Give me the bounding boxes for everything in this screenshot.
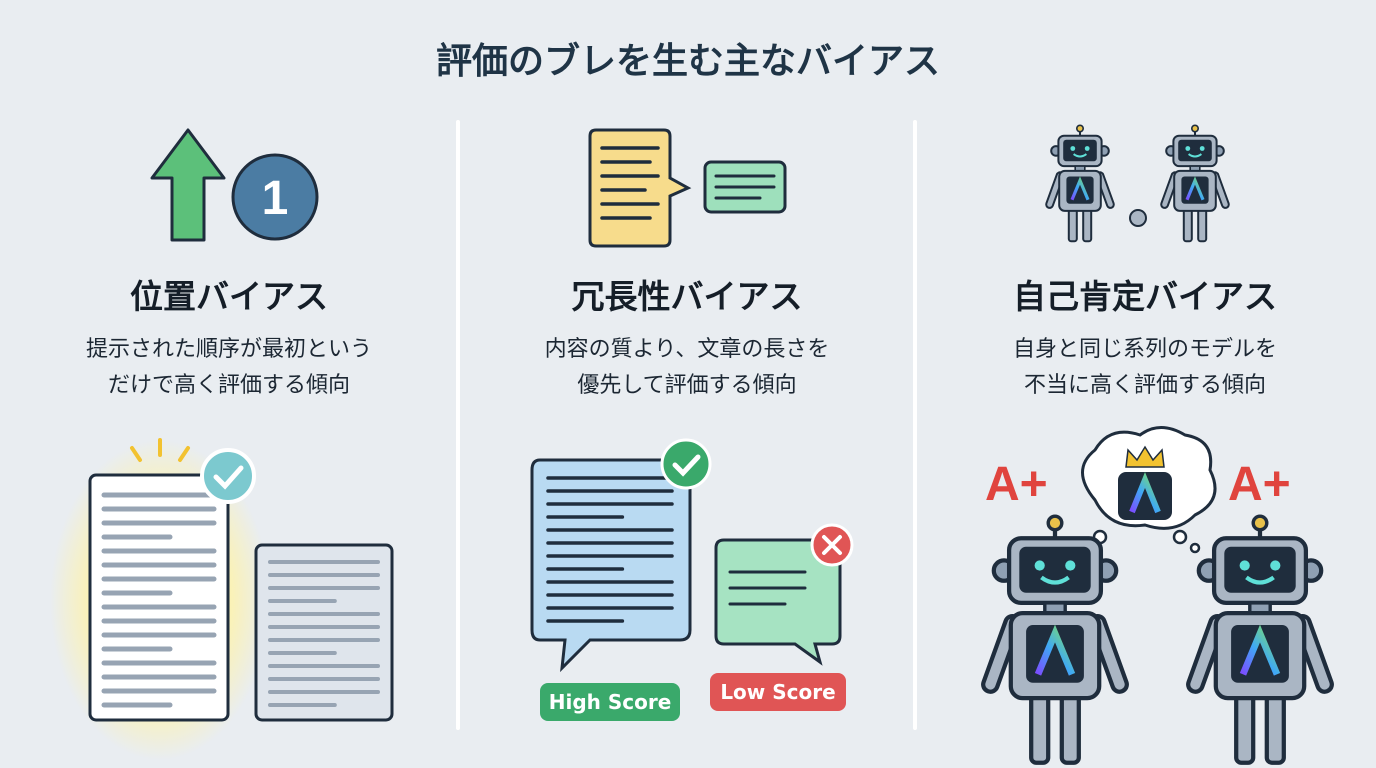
description-line: だけで高く評価する傾向 xyxy=(107,373,350,398)
highlight-rays xyxy=(130,438,190,462)
cross-icon xyxy=(810,523,854,567)
section-description: 提示された順序が最初というだけで高く評価する傾向 xyxy=(0,332,458,404)
description-line: 不当に高く評価する傾向 xyxy=(1023,373,1266,398)
page-title: 評価のブレを生む主なバイアス xyxy=(435,41,940,82)
divider xyxy=(456,120,460,730)
self-enhancement-bias-section: 自己肯定バイアス 自身と同じ系列のモデルを不当に高く評価する傾向 xyxy=(916,270,1374,404)
check-icon xyxy=(200,448,256,504)
up-arrow-icon xyxy=(150,128,226,242)
short-answer-bubble xyxy=(714,538,842,666)
number-one-icon: 1 xyxy=(231,153,319,241)
document-icon xyxy=(254,543,394,722)
svg-text:1: 1 xyxy=(262,172,289,225)
robot-icon xyxy=(1195,516,1324,763)
section-description: 自身と同じ系列のモデルを不当に高く評価する傾向 xyxy=(916,332,1374,404)
low-score-badge: Low Score xyxy=(710,673,846,711)
grade-right: A+ xyxy=(1228,458,1291,511)
description-line: 提示された順序が最初という xyxy=(85,337,372,362)
chat-bubbles-icon xyxy=(588,128,787,248)
robot-icon xyxy=(990,516,1119,763)
position-bias-section: 位置バイアス 提示された順序が最初というだけで高く評価する傾向 xyxy=(0,270,458,404)
description-line: 優先して評価する傾向 xyxy=(577,373,797,398)
divider xyxy=(913,120,917,730)
section-description: 内容の質より、文章の長さを優先して評価する傾向 xyxy=(458,332,916,404)
long-answer-bubble xyxy=(530,458,692,673)
robots-handshake-icon xyxy=(1050,125,1226,241)
check-icon xyxy=(660,438,712,490)
description-line: 内容の質より、文章の長さを xyxy=(544,337,830,362)
section-heading: 位置バイアス xyxy=(130,277,328,316)
document-icon xyxy=(88,473,230,722)
section-heading: 冗長性バイアス xyxy=(571,277,803,316)
verbosity-bias-section: 冗長性バイアス 内容の質より、文章の長さを優先して評価する傾向 xyxy=(458,270,916,404)
high-score-badge: High Score xyxy=(540,683,680,721)
description-line: 自身と同じ系列のモデルを xyxy=(1012,337,1277,362)
thought-bubble xyxy=(1081,426,1217,554)
grade-left: A+ xyxy=(985,458,1048,511)
section-heading: 自己肯定バイアス xyxy=(1013,277,1277,316)
crown-icon xyxy=(1125,445,1165,468)
